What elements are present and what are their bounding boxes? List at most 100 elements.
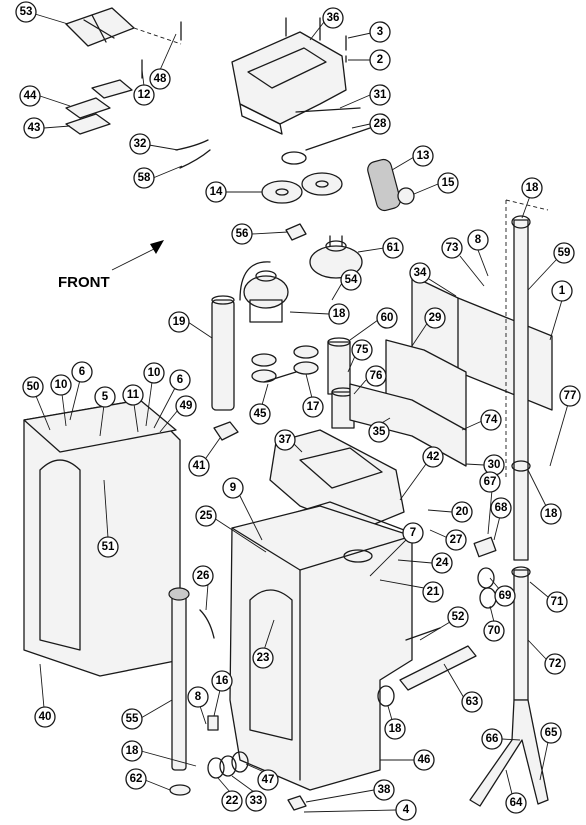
callout-61: 61 [382, 237, 404, 259]
fittings-67-70 [473, 536, 497, 609]
svg-text:8: 8 [475, 234, 482, 246]
svg-text:69: 69 [499, 590, 512, 602]
callout-33: 33 [245, 790, 267, 812]
front-direction-indicator: FRONT [58, 240, 164, 291]
svg-text:14: 14 [210, 186, 223, 198]
callout-63: 63 [461, 691, 483, 713]
svg-text:36: 36 [327, 12, 340, 24]
svg-text:72: 72 [549, 658, 562, 670]
svg-text:70: 70 [488, 625, 501, 637]
svg-text:56: 56 [236, 228, 249, 240]
callout-37: 37 [274, 429, 296, 451]
callout-18-mid: 18 [328, 303, 350, 325]
callout-13: 13 [412, 145, 434, 167]
callout-49: 49 [175, 395, 197, 417]
front-shroud-40 [23, 399, 181, 677]
front-label: FRONT [58, 274, 110, 291]
svg-text:60: 60 [381, 312, 394, 324]
rods-31-28 [295, 107, 371, 151]
callout-8-bottom: 8 [187, 686, 209, 708]
rubber-bumper-41 [213, 421, 239, 441]
callout-77: 77 [559, 385, 581, 407]
callout-41: 41 [188, 455, 210, 477]
svg-text:46: 46 [418, 754, 431, 766]
callout-18-top: 18 [521, 177, 543, 199]
callout-55: 55 [121, 708, 143, 730]
callout-73: 73 [441, 237, 463, 259]
callout-4: 4 [395, 799, 417, 821]
svg-text:11: 11 [127, 389, 140, 401]
svg-text:44: 44 [24, 90, 37, 102]
panel-29-35-74 [349, 339, 467, 467]
ring-18-side [377, 685, 395, 707]
callout-38: 38 [373, 779, 395, 801]
callout-43: 43 [23, 117, 45, 139]
svg-text:40: 40 [39, 711, 52, 723]
callout-59: 59 [553, 242, 575, 264]
callout-25: 25 [195, 505, 217, 527]
callout-14: 14 [205, 181, 227, 203]
svg-text:18: 18 [126, 745, 139, 757]
callout-18-lower: 18 [384, 718, 406, 740]
svg-text:45: 45 [254, 408, 267, 420]
callout-3: 3 [369, 21, 391, 43]
callout-1: 1 [551, 280, 573, 302]
callout-36: 36 [322, 7, 344, 29]
svg-text:76: 76 [370, 370, 383, 382]
svg-text:67: 67 [484, 476, 497, 488]
svg-text:27: 27 [450, 534, 463, 546]
svg-text:37: 37 [279, 434, 292, 446]
callout-27: 27 [445, 529, 467, 551]
callout-11: 11 [122, 384, 144, 406]
callout-18-bottom-left: 18 [121, 740, 143, 762]
svg-text:55: 55 [126, 713, 139, 725]
y-connector-64 [469, 699, 549, 807]
callout-52: 52 [447, 606, 469, 628]
hose-63-52 [399, 627, 477, 691]
svg-text:65: 65 [545, 727, 558, 739]
callout-65: 65 [540, 722, 562, 744]
svg-text:34: 34 [414, 267, 427, 279]
callout-46: 46 [413, 749, 435, 771]
svg-text:18: 18 [526, 182, 539, 194]
front-arrow-icon [150, 240, 164, 254]
svg-text:21: 21 [427, 586, 440, 598]
callout-21: 21 [422, 581, 444, 603]
callout-10-left: 10 [50, 374, 72, 396]
callout-68: 68 [490, 497, 512, 519]
callout-42: 42 [422, 446, 444, 468]
callout-28: 28 [369, 113, 391, 135]
svg-text:42: 42 [427, 451, 440, 463]
svg-text:32: 32 [134, 138, 147, 150]
svg-text:47: 47 [262, 774, 275, 786]
callout-10-right: 10 [143, 362, 165, 384]
svg-text:41: 41 [193, 460, 206, 472]
svg-text:30: 30 [488, 459, 501, 471]
callout-5: 5 [94, 386, 116, 408]
svg-text:58: 58 [138, 172, 151, 184]
svg-text:48: 48 [154, 73, 167, 85]
callout-32: 32 [129, 133, 151, 155]
callout-34: 34 [409, 262, 431, 284]
svg-text:2: 2 [377, 54, 383, 66]
svg-text:49: 49 [180, 400, 193, 412]
svg-text:54: 54 [345, 274, 358, 286]
svg-text:51: 51 [102, 541, 115, 553]
cable-32-58 [175, 139, 211, 169]
svg-text:50: 50 [27, 381, 40, 393]
callout-26: 26 [192, 565, 214, 587]
svg-text:29: 29 [429, 312, 442, 324]
svg-text:3: 3 [377, 26, 383, 38]
callout-62: 62 [125, 768, 147, 790]
svg-text:59: 59 [558, 247, 571, 259]
callout-17: 17 [302, 396, 324, 418]
callout-45: 45 [249, 403, 271, 425]
callout-30: 30 [483, 454, 505, 476]
svg-text:18: 18 [389, 723, 402, 735]
screw-assembly-48-12 [133, 21, 182, 79]
callout-6-left: 6 [71, 361, 93, 383]
callout-35: 35 [368, 421, 390, 443]
callout-6-right: 6 [169, 369, 191, 391]
svg-text:17: 17 [307, 401, 320, 413]
